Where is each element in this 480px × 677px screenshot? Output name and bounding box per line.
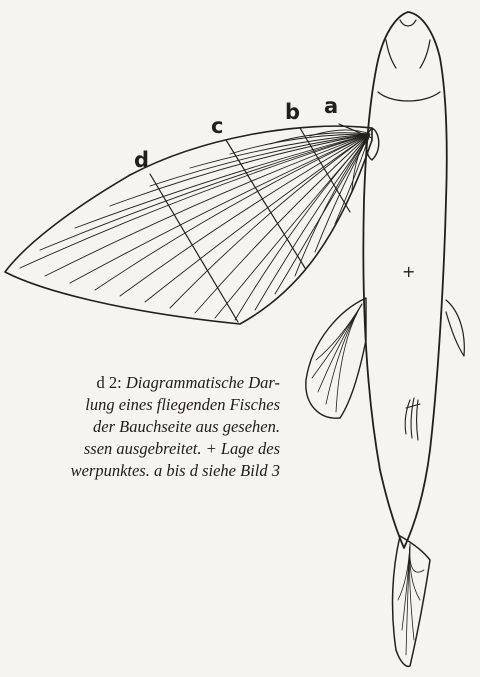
section-line-b [300,128,350,212]
left-pelvic-fin-rays [312,304,362,412]
section-line-d [150,174,238,322]
caption-line-3: der Bauchseite aus gesehen. [0,416,280,438]
caption-line-2: lung eines fliegenden Fisches [0,394,280,416]
fin-ray [170,134,370,308]
section-label-c: c [211,114,223,138]
pelvic-ray [336,304,362,412]
anal-fin-marks [405,398,420,440]
caudal-fin [393,536,430,666]
caption-line-1: d 2: Diagrammatische Dar- [0,372,280,394]
fin-ray [45,134,370,276]
caudal-fin-rays [398,544,424,655]
caption-line-1-plain: d 2: [97,373,126,392]
fish-snout [400,20,416,26]
section-label-d: d [134,148,149,172]
figure-caption: d 2: Diagrammatische Dar- lung eines fli… [0,372,280,482]
pelvic-ray [316,304,362,360]
pelvic-ray [326,304,362,404]
section-label-a: a [324,94,338,118]
left-pelvic-fin [306,298,366,418]
fish-eye-right [420,40,430,68]
caption-line-4: ssen ausgebreitet. + Lage des [0,438,280,460]
right-pelvic-fin [446,300,464,356]
tail-ray [410,544,424,572]
fin-ray [150,134,370,186]
section-label-b: b [285,100,300,124]
fish-eye-left [386,40,396,68]
caption-line-5: werpunktes. a bis d siehe Bild 3 [0,460,280,482]
caption-line-1-italic: Diagrammatische Dar- [126,373,280,392]
fish-gill-line [378,92,440,101]
centroid-marker: + [402,262,415,281]
